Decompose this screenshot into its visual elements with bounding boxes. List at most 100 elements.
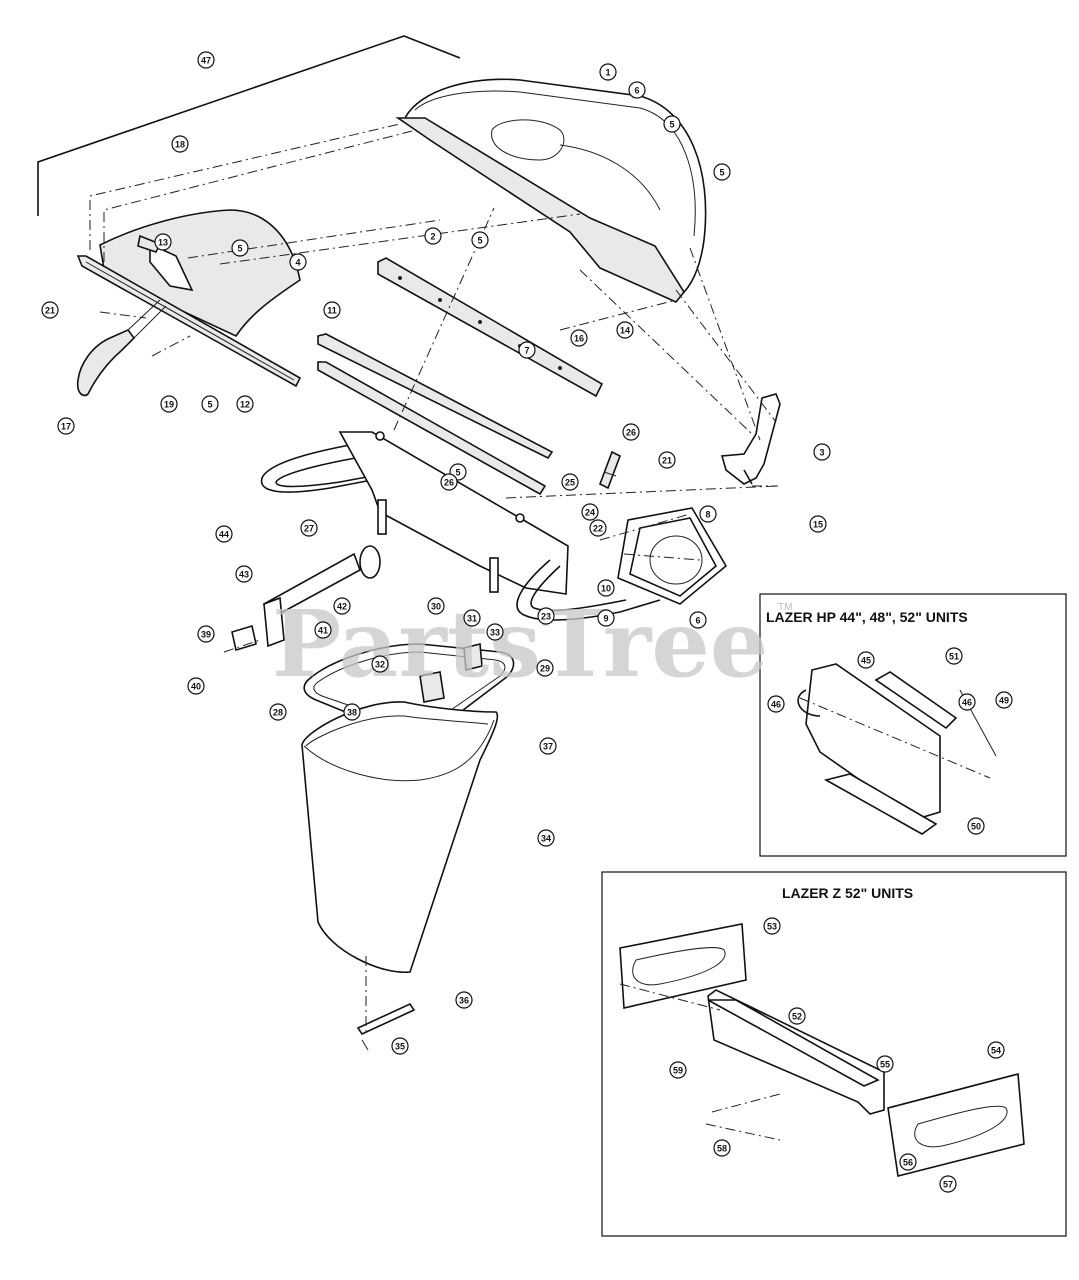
- callout-circle: [628, 81, 646, 99]
- callout-circle: [899, 1153, 917, 1171]
- callout-circle: [235, 565, 253, 583]
- callout-6: 6: [689, 611, 707, 629]
- callout-circle: [424, 227, 442, 245]
- callout-label: 24: [585, 508, 595, 518]
- callout-circle: [160, 395, 178, 413]
- callout-circle: [57, 417, 75, 435]
- callout-label: 51: [949, 652, 959, 662]
- callout-45: 45: [857, 651, 875, 669]
- callout-label: 46: [771, 700, 781, 710]
- callout-label: 9: [603, 614, 608, 624]
- callout-5: 5: [663, 115, 681, 133]
- callout-label: 1: [605, 68, 610, 78]
- callout-label: 28: [273, 708, 283, 718]
- callout-38: 38: [343, 703, 361, 721]
- chute-adapter: [617, 507, 728, 605]
- callout-9: 9: [597, 609, 615, 627]
- callout-5: 5: [231, 239, 249, 257]
- callout-label: 22: [593, 524, 603, 534]
- bag-frame: [260, 431, 661, 621]
- callout-circle: [197, 51, 215, 69]
- callout-37: 37: [539, 737, 557, 755]
- watermark: PartsTree TM: [272, 590, 792, 698]
- callout-label: 30: [431, 602, 441, 612]
- callout-27: 27: [300, 519, 318, 537]
- callout-circle: [471, 231, 489, 249]
- callout-label: 27: [304, 524, 314, 534]
- callout-circle: [788, 1007, 806, 1025]
- callout-30: 30: [427, 597, 445, 615]
- callout-circle: [536, 659, 554, 677]
- callout-circle: [289, 253, 307, 271]
- callout-circle: [41, 301, 59, 319]
- callout-circle: [958, 693, 976, 711]
- callout-circle: [713, 163, 731, 181]
- spring: [598, 450, 622, 490]
- callout-label: 21: [45, 306, 55, 316]
- latch-bracket: [137, 234, 194, 292]
- callout-circle: [518, 341, 536, 359]
- callout-label: 43: [239, 570, 249, 580]
- callout-34: 34: [537, 829, 555, 847]
- callout-label: 57: [943, 1180, 953, 1190]
- callout-circle: [343, 703, 361, 721]
- callout-3: 3: [813, 443, 831, 461]
- callout-label: 49: [999, 696, 1009, 706]
- callout-circle: [995, 691, 1013, 709]
- callout-21: 21: [658, 451, 676, 469]
- callout-layer: 1234555555667891011121314151617181921212…: [41, 51, 1013, 1193]
- callout-label: 36: [459, 996, 469, 1006]
- callout-13: 13: [154, 233, 172, 251]
- callout-circle: [663, 115, 681, 133]
- callout-circle: [371, 655, 389, 673]
- callout-5: 5: [713, 163, 731, 181]
- bottom-latch: [356, 1002, 416, 1051]
- callout-2: 2: [424, 227, 442, 245]
- callout-circle: [486, 623, 504, 641]
- callout-label: 37: [543, 742, 553, 752]
- handle-grip: [76, 299, 167, 397]
- support-arm: [720, 393, 781, 485]
- callout-14: 14: [616, 321, 634, 339]
- hinge-bar: [76, 255, 302, 388]
- callout-circle: [537, 829, 555, 847]
- inset-lazer-z-title: LAZER Z 52" UNITS: [782, 885, 913, 901]
- callout-label: 50: [971, 822, 981, 832]
- callout-label: 38: [347, 708, 357, 718]
- callout-28: 28: [269, 703, 287, 721]
- callout-circle: [622, 423, 640, 441]
- callout-24: 24: [581, 503, 599, 521]
- callout-circle: [616, 321, 634, 339]
- callout-label: 14: [620, 326, 630, 336]
- callout-39: 39: [197, 625, 215, 643]
- callout-55: 55: [876, 1055, 894, 1073]
- callout-circle: [463, 609, 481, 627]
- callout-circle: [187, 677, 205, 695]
- callout-label: 6: [634, 86, 639, 96]
- callout-56: 56: [899, 1153, 917, 1171]
- callout-circle: [939, 1175, 957, 1193]
- callout-57: 57: [939, 1175, 957, 1193]
- callout-circle: [689, 611, 707, 629]
- callout-circle: [570, 329, 588, 347]
- callout-25: 25: [561, 473, 579, 491]
- callout-label: 5: [719, 168, 724, 178]
- callout-label: 32: [375, 660, 385, 670]
- callout-circle: [300, 519, 318, 537]
- callout-circle: [713, 1139, 731, 1157]
- callout-32: 32: [371, 655, 389, 673]
- callout-58: 58: [713, 1139, 731, 1157]
- callout-40: 40: [187, 677, 205, 695]
- callout-circle: [455, 991, 473, 1009]
- inset-lazer-hp-title: LAZER HP 44", 48", 52" UNITS: [766, 609, 968, 625]
- callout-label: 47: [201, 56, 211, 66]
- deflector-plate: [99, 209, 301, 338]
- callout-circle: [813, 443, 831, 461]
- callout-circle: [967, 817, 985, 835]
- callout-label: 26: [444, 478, 454, 488]
- callout-circle: [699, 505, 717, 523]
- callout-label: 29: [540, 664, 550, 674]
- assembly-bracket-47: [37, 35, 461, 216]
- callout-16: 16: [570, 329, 588, 347]
- callout-label: 13: [158, 238, 168, 248]
